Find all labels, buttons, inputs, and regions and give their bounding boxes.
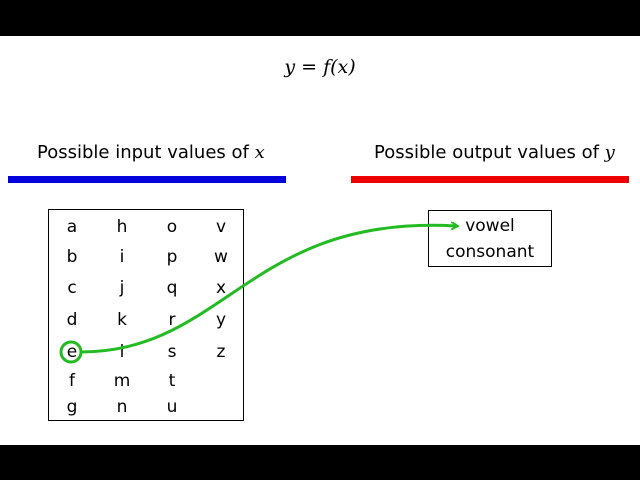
output-heading-text: Possible output values of	[374, 142, 599, 163]
input-letter-c: c	[67, 278, 77, 298]
selected-input-circle	[59, 340, 83, 364]
output-value-consonant: consonant	[445, 242, 535, 262]
output-heading: Possible output values of y	[374, 142, 615, 163]
mapping-arrow	[80, 225, 456, 354]
input-letter-m: m	[113, 371, 131, 391]
input-letter-d: d	[66, 310, 78, 330]
input-letter-v: v	[215, 217, 227, 237]
input-heading-text: Possible input values of	[37, 142, 249, 163]
input-letter-x: x	[215, 278, 227, 298]
input-letter-q: q	[166, 278, 178, 298]
input-heading: Possible input values of x	[37, 142, 265, 163]
input-letter-n: n	[116, 397, 128, 417]
input-letter-s: s	[167, 342, 177, 362]
input-letter-f: f	[69, 371, 75, 391]
function-equation: y = f(x)	[284, 56, 356, 78]
input-letter-t: t	[168, 371, 176, 391]
slide: y = f(x) Possible input values of x Poss…	[0, 36, 640, 445]
mapping-overlay	[59, 36, 640, 364]
input-letter-g: g	[66, 397, 78, 417]
input-letter-k: k	[117, 310, 127, 330]
input-letter-u: u	[166, 397, 178, 417]
output-value-vowel: vowel	[465, 216, 515, 236]
output-underline-bar	[351, 176, 629, 183]
input-letter-e: e	[66, 342, 78, 362]
input-letter-a: a	[66, 217, 78, 237]
input-letter-h: h	[116, 217, 128, 237]
input-letter-z: z	[216, 342, 226, 362]
input-letter-w: w	[214, 247, 228, 267]
input-letter-j: j	[119, 278, 125, 298]
input-letter-p: p	[166, 247, 178, 267]
input-letter-l: l	[119, 342, 125, 362]
input-letter-y: y	[215, 310, 227, 330]
output-codomain-box: vowel consonant	[428, 210, 552, 267]
input-letter-i: i	[119, 247, 125, 267]
input-underline-bar	[8, 176, 286, 183]
input-letter-o: o	[166, 217, 178, 237]
input-letter-r: r	[168, 310, 176, 330]
input-heading-variable: x	[254, 142, 265, 163]
output-heading-variable: y	[604, 142, 615, 163]
input-letter-b: b	[66, 247, 78, 267]
